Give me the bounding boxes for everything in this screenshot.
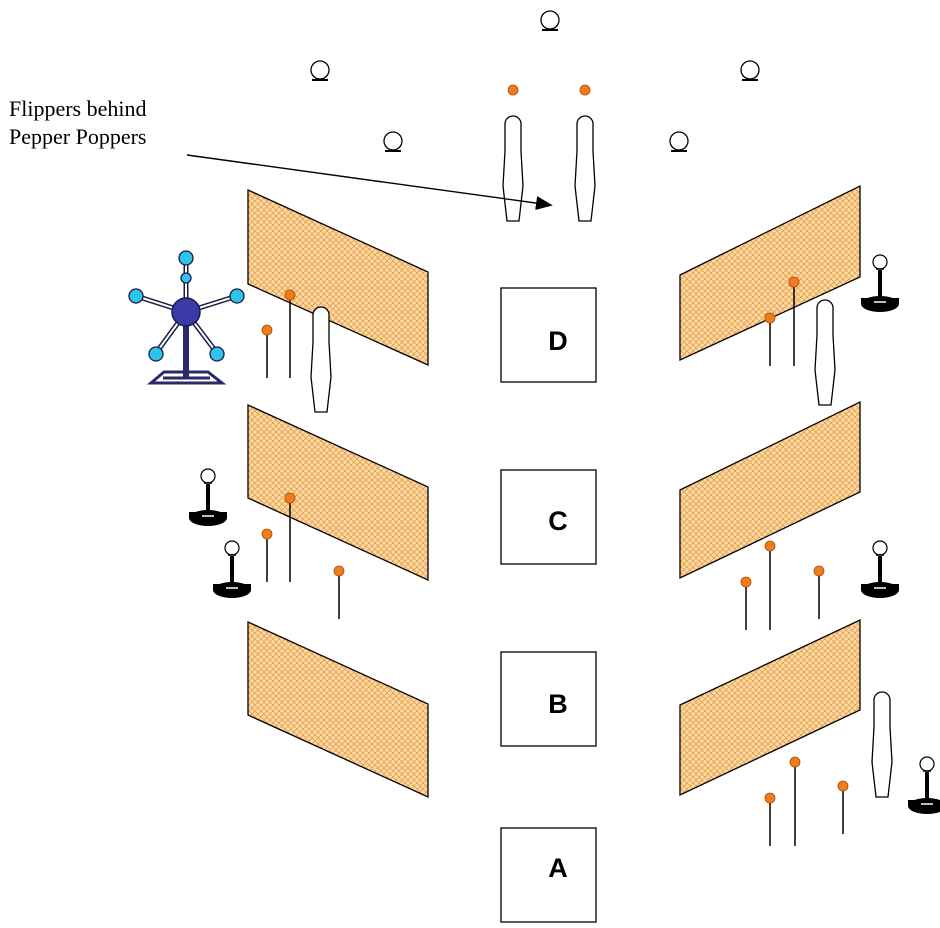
flipper-target-icon bbox=[333, 565, 345, 619]
shooting-box-c: C bbox=[500, 469, 597, 565]
flipper-dot-icon bbox=[507, 84, 519, 96]
stand-target-icon bbox=[860, 540, 900, 599]
box-label-a: A bbox=[548, 853, 568, 883]
shooting-box-d: D bbox=[500, 287, 597, 383]
plate-target-icon bbox=[383, 131, 403, 152]
plate-target-icon bbox=[310, 60, 330, 81]
callout-arrow bbox=[186, 154, 553, 211]
pepper-popper-icon bbox=[871, 691, 893, 798]
flipper-target-icon bbox=[284, 289, 296, 378]
flipper-target-icon bbox=[837, 780, 849, 834]
plate-target-icon bbox=[740, 60, 760, 81]
flipper-target-icon bbox=[788, 276, 800, 366]
flipper-target-icon bbox=[764, 312, 776, 366]
stand-target-icon bbox=[212, 540, 252, 599]
right-wall-b bbox=[679, 618, 861, 797]
flipper-target-icon bbox=[764, 792, 776, 846]
pepper-popper-icon bbox=[310, 306, 332, 413]
right-wall-c bbox=[679, 400, 861, 580]
flipper-target-icon bbox=[284, 492, 296, 582]
box-label-b: B bbox=[548, 689, 568, 719]
box-label-c: C bbox=[548, 506, 568, 536]
shooting-box-b: B bbox=[500, 651, 597, 747]
plate-target-icon bbox=[669, 131, 689, 152]
star-target-icon bbox=[128, 250, 245, 385]
flipper-dot-icon bbox=[579, 84, 591, 96]
box-label-d: D bbox=[548, 326, 568, 356]
callout-line-2: Pepper Poppers bbox=[9, 124, 147, 149]
flipper-target-icon bbox=[740, 576, 752, 630]
stand-target-icon bbox=[907, 756, 940, 815]
pepper-popper-icon bbox=[814, 299, 836, 406]
pepper-popper-icon bbox=[574, 115, 596, 222]
plate-target-icon bbox=[540, 10, 560, 31]
flipper-target-icon bbox=[764, 540, 776, 630]
flipper-target-icon bbox=[261, 324, 273, 378]
left-wall-b bbox=[247, 620, 429, 799]
left-wall-d bbox=[247, 188, 429, 367]
stand-target-icon bbox=[188, 468, 228, 527]
flipper-target-icon bbox=[813, 565, 825, 619]
stand-target-icon bbox=[860, 254, 900, 313]
left-wall-c bbox=[247, 403, 429, 582]
right-wall-d bbox=[679, 184, 861, 362]
shooting-box-a: A bbox=[500, 827, 597, 923]
callout-text: Flippers behind Pepper Poppers bbox=[9, 95, 147, 151]
flipper-target-icon bbox=[789, 756, 801, 846]
callout-line-1: Flippers behind bbox=[9, 96, 147, 121]
pepper-popper-icon bbox=[502, 115, 524, 222]
flipper-target-icon bbox=[261, 528, 273, 582]
